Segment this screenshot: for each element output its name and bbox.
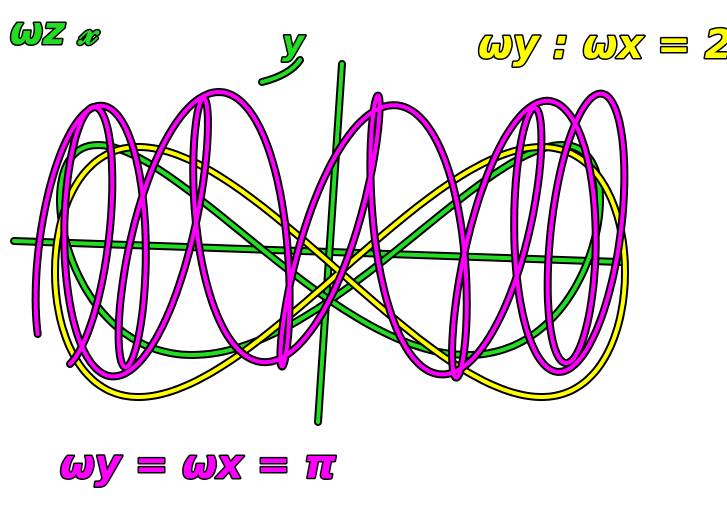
magenta-curve-stroke (33, 90, 627, 380)
top-left-annotation: ωz 𝓍 (10, 9, 100, 53)
bottom-annotation: ωy = ωx = π (60, 442, 336, 488)
top-right-ratio-annotation: ωy : ωx = 2 (478, 22, 727, 68)
magenta-scribble-curve (31, 88, 629, 382)
y-label-leader (260, 58, 302, 84)
y-axis-line (316, 62, 344, 424)
y-axis-label: y (282, 23, 306, 63)
